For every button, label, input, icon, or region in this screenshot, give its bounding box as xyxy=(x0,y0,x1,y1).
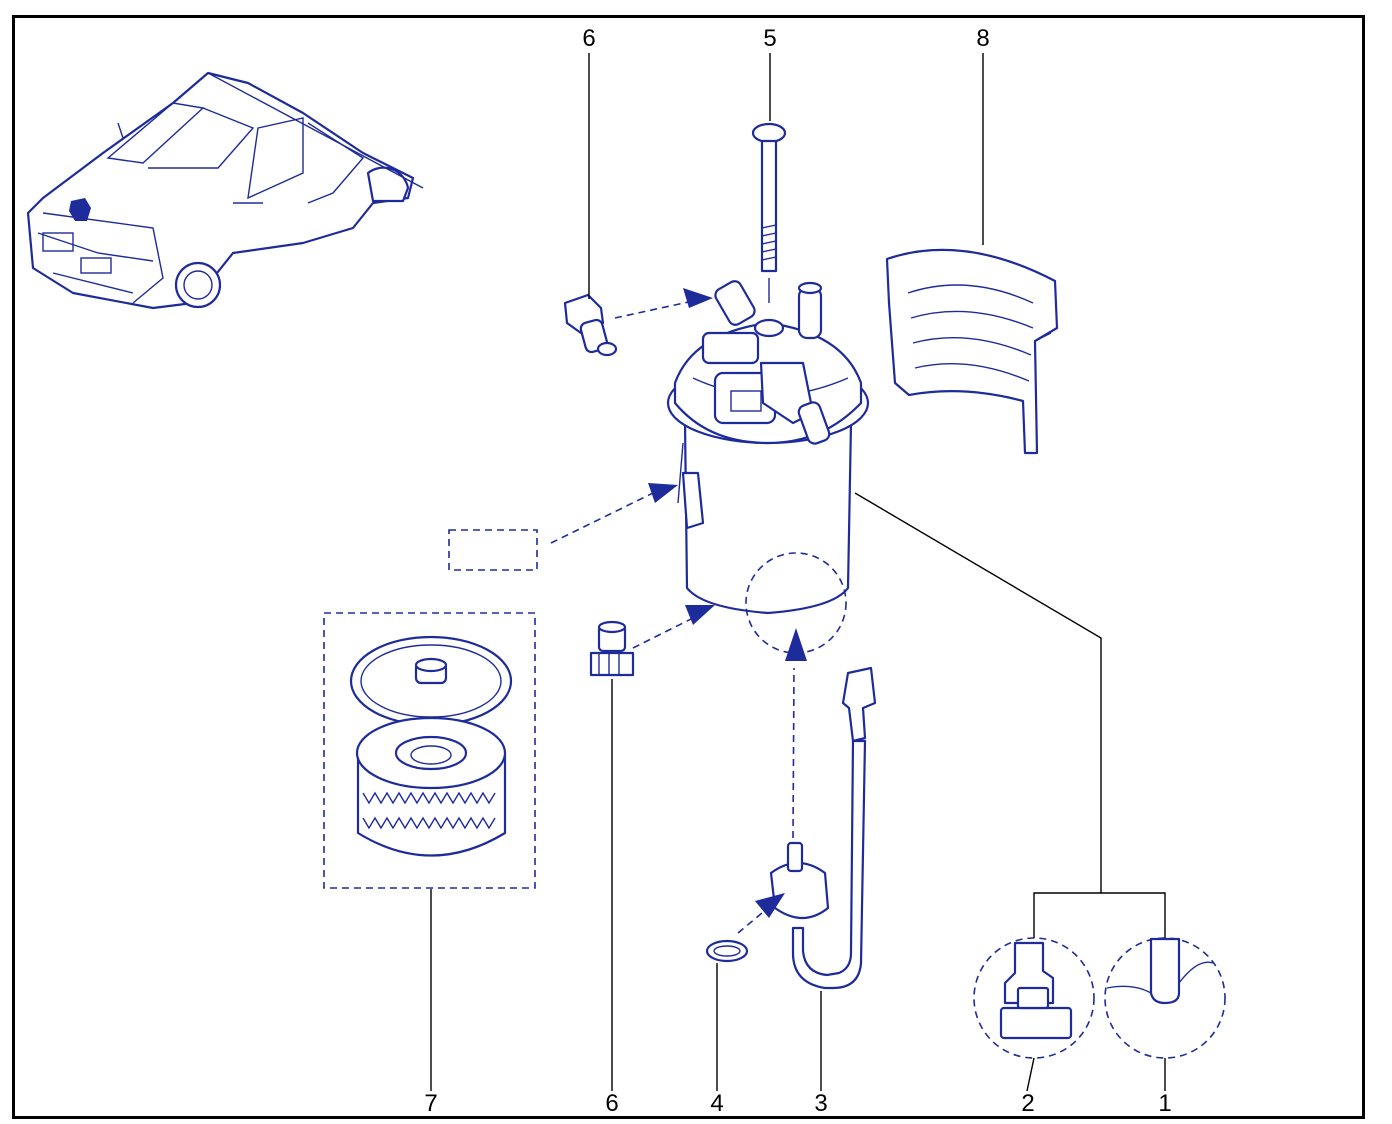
callout-2: 2 xyxy=(1021,1090,1035,1117)
screw xyxy=(751,122,787,303)
fitting-upper xyxy=(563,293,618,357)
vehicle-location-icon xyxy=(26,71,424,310)
label-placeholder-box xyxy=(448,529,538,571)
leader-lines xyxy=(430,53,1166,1092)
callout-6-lower: 6 xyxy=(605,1090,619,1117)
assembly-arrows xyxy=(550,288,807,934)
callout-7: 7 xyxy=(424,1090,438,1117)
callout-6-upper: 6 xyxy=(582,25,596,52)
callout-4: 4 xyxy=(710,1090,724,1117)
callout-8: 8 xyxy=(976,25,990,52)
callout-5: 5 xyxy=(763,25,777,52)
callout-3: 3 xyxy=(814,1090,828,1117)
fitting-lower xyxy=(589,620,635,677)
mounting-bracket xyxy=(885,248,1059,455)
callout-1: 1 xyxy=(1158,1090,1172,1117)
outlet-variants xyxy=(973,937,1226,1059)
sensor-harness xyxy=(705,666,877,990)
fuel-filter-housing xyxy=(666,280,870,615)
filter-element xyxy=(323,612,536,889)
diagram-frame: 6 5 8 7 6 4 3 2 1 xyxy=(12,15,1365,1119)
exploded-view xyxy=(26,53,1226,1092)
